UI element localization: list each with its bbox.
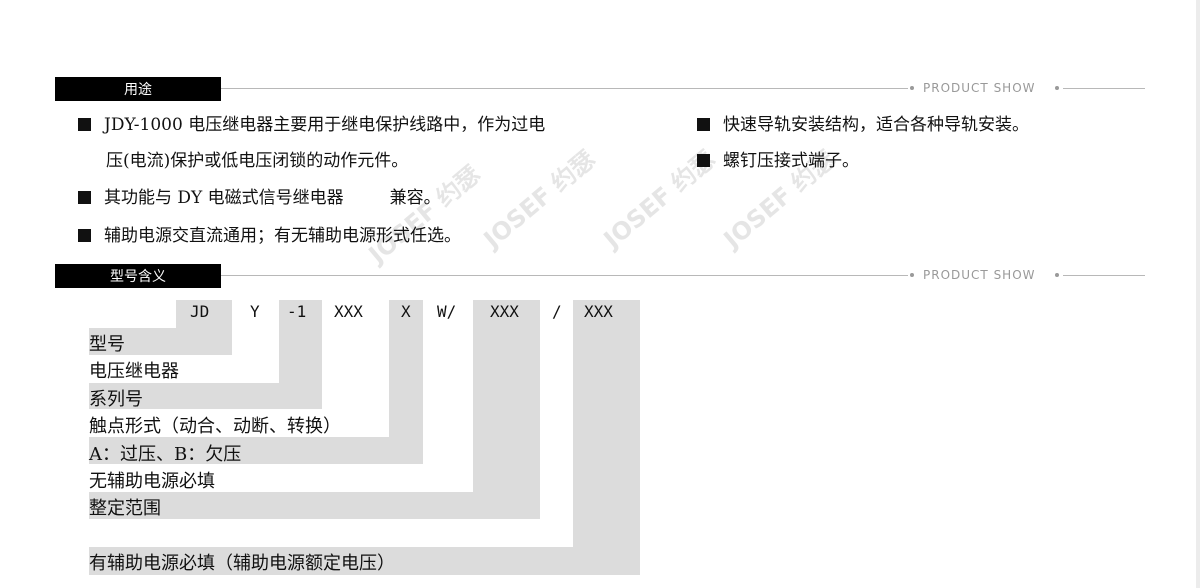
usage-bullet-1: JDY-1000 电压继电器主要用于继电保护线路中，作为过电 [78,113,545,137]
bullet-text: 其功能与 DY 电磁式信号继电器 [104,188,344,208]
code-part: / [552,302,562,321]
code-label: 系列号 [89,389,143,410]
product-show-label: PRODUCT SHOW [923,268,1036,282]
usage-bullet-4: 快速导轨安装结构，适合各种导轨安装。 [697,113,1029,137]
bullet-text: JDY-1000 电压继电器主要用于继电保护线路中，作为过电 [104,115,546,135]
code-label: 整定范围 [89,498,161,519]
section-rule [221,275,908,276]
rule-dot [1055,273,1059,277]
label-band-1 [89,328,232,355]
code-part: XXX [584,302,613,321]
label-band-5 [89,437,423,464]
bullet-text: 辅助电源交直流通用；有无辅助电源形式任选。 [104,226,461,246]
code-label: A：过压、B：欠压 [89,444,242,465]
usage-bullet-3: 辅助电源交直流通用；有无辅助电源形式任选。 [78,224,461,248]
product-show-label: PRODUCT SHOW [923,81,1036,95]
code-part: Y [250,302,260,321]
section-tag-usage: 用途 [55,77,221,101]
bullet-square-icon [78,118,91,131]
section-rule-end [1063,88,1145,89]
section-tag-model: 型号含义 [55,264,221,288]
bullet-text: 快速导轨安装结构，适合各种导轨安装。 [723,115,1029,135]
rule-dot [1055,86,1059,90]
code-label: 无辅助电源必填 [89,471,215,492]
code-part: JD [190,302,210,321]
rule-dot [910,273,914,277]
code-part: XXX [334,302,363,321]
code-label: 有辅助电源必填（辅助电源额定电压） [89,553,395,574]
bullet-square-icon [697,118,710,131]
bullet-text: 螺钉压接式端子。 [723,151,859,171]
code-part: -1 [287,302,307,321]
rule-dot [910,86,914,90]
watermark: JOSEF 约瑟 [478,145,601,254]
code-band-range [473,300,540,519]
code-label: 型号 [89,334,125,355]
section-rule-end [1063,275,1145,276]
usage-bullet-5: 螺钉压接式端子。 [697,149,859,173]
code-part: W/ [437,302,457,321]
usage-bullet-2: 其功能与 DY 电磁式信号继电器 兼容。 [78,186,441,210]
code-band-type [389,300,423,464]
bullet-square-icon [697,154,710,167]
label-band-8 [89,547,640,575]
section-rule [221,88,908,89]
code-band-aux [573,300,640,575]
label-band-7 [89,492,540,519]
bullet-square-icon [78,229,91,242]
code-label: 触点形式（动合、动断、转换） [89,416,341,437]
page-edge [1196,0,1200,588]
code-part: X [401,302,411,321]
code-label: 电压继电器 [89,361,179,382]
bullet-text: 兼容。 [389,188,441,208]
bullet-square-icon [78,191,91,204]
code-part: XXX [490,302,519,321]
usage-bullet-1-cont: 压(电流)保护或低电压闭锁的动作元件。 [106,151,409,171]
label-band-3 [89,383,322,409]
